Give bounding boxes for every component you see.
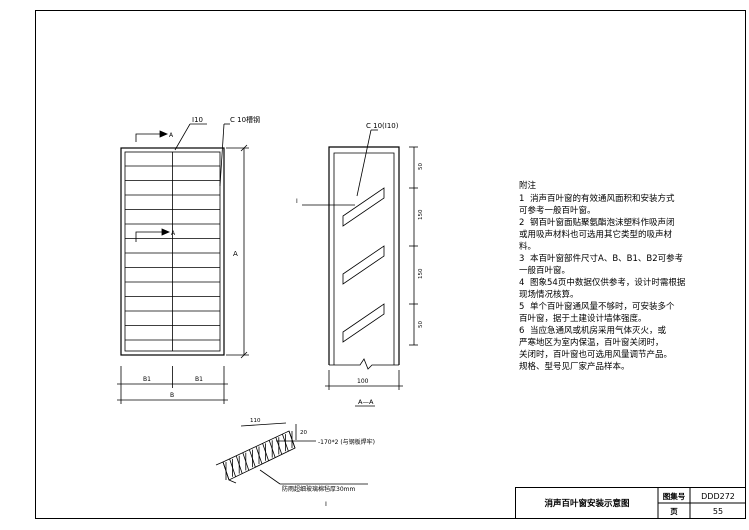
baffle-1	[342, 187, 385, 227]
height-label: A	[233, 250, 238, 258]
note-number: 4	[519, 278, 525, 288]
note-text: 单个百叶窗通风量不够时，可安装多个	[530, 302, 675, 312]
label-c10-channel: C 10槽钢	[230, 115, 260, 124]
label-i: I	[296, 198, 298, 205]
note-4-line-2: 现场情况核算。	[519, 289, 579, 301]
section-mark-bottom: A	[171, 230, 176, 237]
note-text: 或用吸声材料也可选用其它类型的吸声材	[519, 230, 673, 240]
note-1-line-1: 1 消声百叶窗的有效通风面积和安装方式	[519, 193, 675, 205]
leader-c10-i10	[356, 129, 372, 197]
note-text: 可参考一般百叶窗。	[519, 206, 596, 216]
section-a-a	[302, 129, 418, 407]
dim-width-100: 100	[357, 378, 369, 385]
fill-material-note: 防雨超细玻璃棉毡厚30mm	[282, 485, 355, 493]
note-6-line-2: 严寒地区为室内保温，百叶窗关闭时，	[519, 337, 664, 349]
note-3-line-1: 3 本百叶窗部件尺寸A、B、B1、B2可参考	[519, 253, 683, 265]
note-text: 严寒地区为室内保温，百叶窗关闭时，	[519, 338, 664, 348]
note-number: 6	[519, 326, 525, 336]
note-2-line-3: 料。	[519, 241, 536, 253]
dim-110: 110	[250, 418, 261, 424]
label-i10: I10	[192, 116, 203, 124]
title-block	[515, 487, 746, 519]
louver-blades	[125, 165, 220, 341]
note-6-line-4: 规格、型号见厂家产品样本。	[519, 361, 630, 373]
dim-top: 50	[418, 163, 424, 170]
note-number: 3	[519, 254, 525, 264]
section-inner-frame	[333, 152, 395, 365]
dim-20: 20	[300, 430, 307, 436]
note-text: 百叶窗，据于土建设计墙体强度。	[519, 314, 647, 324]
baffle-2	[342, 245, 385, 285]
atlas-number: DDD272	[701, 492, 735, 501]
dim-spec: -170*2 (与钢板焊牢)	[318, 438, 375, 446]
note-5-line-2: 百叶窗，据于土建设计墙体强度。	[519, 313, 647, 325]
section-arrow-bottom	[135, 231, 162, 242]
note-text: 本百叶窗部件尺寸A、B、B1、B2可参考	[530, 254, 684, 264]
note-4-line-1: 4 图象54页中数据仅供参考，设计时需根据	[519, 277, 685, 289]
note-text: 钢百叶窗面贴聚氨酯泡沫塑料作吸声闭	[530, 218, 675, 228]
note-3-line-2: 一般百叶窗。	[519, 265, 570, 277]
fill-note-leader	[259, 469, 281, 485]
dim-110-line	[240, 422, 287, 427]
section-arrow-top	[135, 133, 160, 142]
leader-i10	[174, 123, 191, 151]
note-text: 一般百叶窗。	[519, 266, 571, 276]
notes-heading: 附注	[519, 181, 537, 191]
note-text: 消声百叶窗的有效通风面积和安装方式	[530, 194, 675, 204]
atlas-label: 图集号	[663, 491, 686, 501]
drawing-title: 消声百叶窗安装示意图	[544, 498, 629, 509]
note-number: 1	[519, 194, 525, 204]
dim-b: B	[170, 392, 174, 399]
note-text: 当应急通风或机房采用气体灭火，或	[530, 326, 667, 336]
window-elevation	[117, 123, 249, 404]
dim-bottom: 50	[418, 321, 424, 328]
note-number: 2	[519, 218, 525, 228]
page-label: 页	[670, 507, 678, 516]
note-text: 料。	[519, 242, 537, 252]
page-number: 55	[713, 507, 723, 516]
dim-lower-mid: 150	[418, 268, 424, 279]
elevation-outer-frame	[120, 147, 225, 356]
dim-b1-right: B1	[195, 376, 203, 383]
note-text: 现场情况核算。	[519, 290, 579, 300]
detail-title: I	[325, 500, 327, 508]
dim-b1-left: B1	[143, 376, 151, 383]
break-line	[329, 358, 399, 370]
detail-i	[215, 422, 368, 485]
leader-c10	[219, 123, 225, 187]
label-c10-i10: C 10(I10)	[366, 122, 399, 130]
note-2-line-1: 2 钢百叶窗面贴聚氨酯泡沫塑料作吸声闭	[519, 217, 675, 229]
baffle-3	[342, 303, 385, 343]
section-mark-top: A	[169, 132, 174, 139]
note-number: 5	[519, 302, 525, 312]
drawing-frame	[35, 10, 746, 519]
note-text: 关闭时，百叶窗也可选用风量调节产品。	[519, 350, 673, 360]
section-outer-frame	[328, 146, 400, 365]
note-6-line-1: 6 当应急通风或机房采用气体灭火，或	[519, 325, 666, 337]
note-text: 规格、型号见厂家产品样本。	[519, 362, 630, 372]
note-5-line-1: 5 单个百叶窗通风量不够时，可安装多个	[519, 301, 675, 313]
insulation-hatch	[222, 430, 296, 481]
note-1-line-2: 可参考一般百叶窗。	[519, 205, 596, 217]
dim-upper-mid: 150	[418, 209, 424, 220]
note-2-line-2: 或用吸声材料也可选用其它类型的吸声材	[519, 229, 672, 241]
section-title: A—A	[358, 398, 374, 406]
note-text: 图象54页中数据仅供参考，设计时需根据	[530, 278, 686, 288]
note-6-line-3: 关闭时，百叶窗也可选用风量调节产品。	[519, 349, 672, 361]
